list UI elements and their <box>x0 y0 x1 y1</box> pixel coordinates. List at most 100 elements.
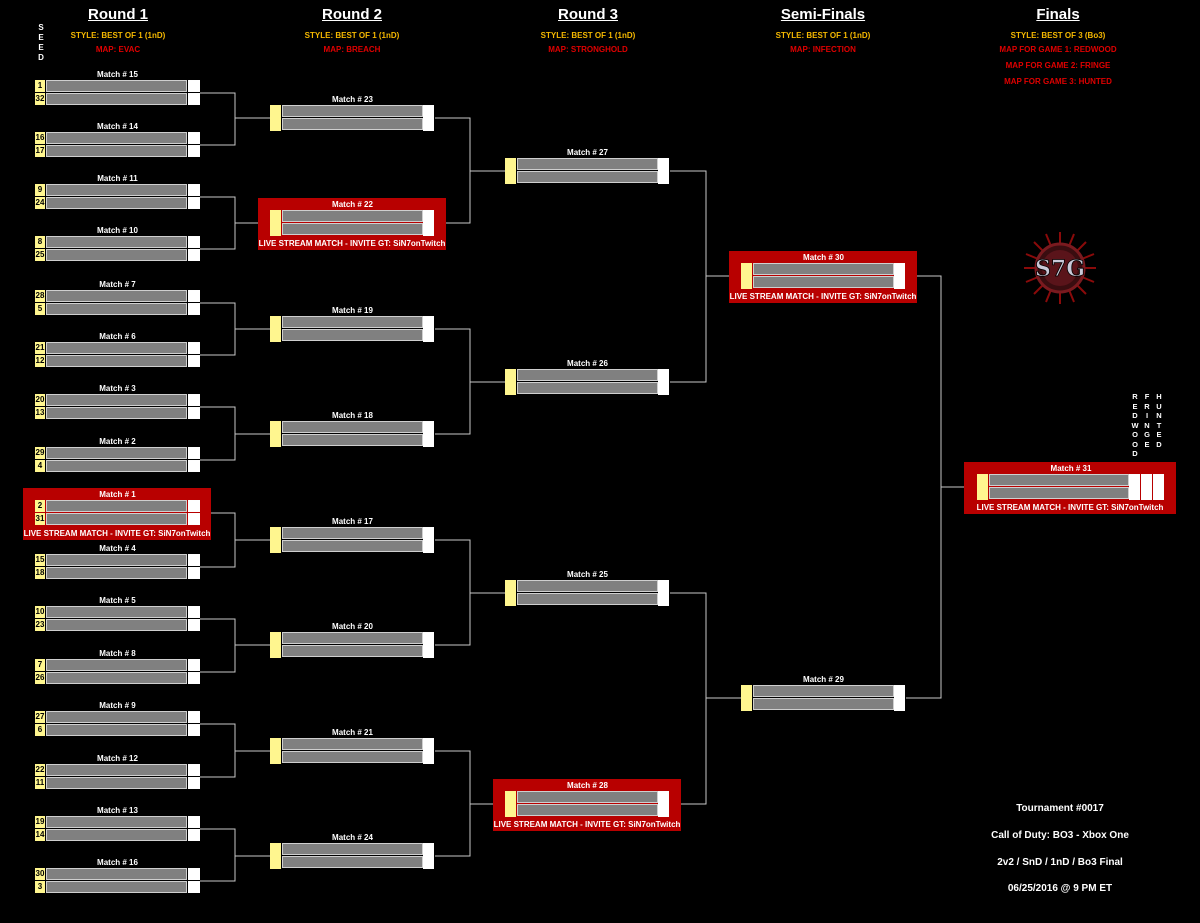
score-field[interactable] <box>188 132 200 144</box>
team-name-field[interactable] <box>989 474 1129 486</box>
score-field[interactable] <box>188 567 200 579</box>
team-name-field[interactable] <box>46 184 187 196</box>
match-box[interactable] <box>270 421 435 447</box>
team-name-field[interactable] <box>282 210 423 222</box>
score-field[interactable] <box>423 843 434 869</box>
team-name-field[interactable] <box>989 487 1129 499</box>
team-name-field[interactable] <box>46 197 187 209</box>
score-field[interactable] <box>188 460 200 472</box>
score-field[interactable] <box>188 606 200 618</box>
team-name-field[interactable] <box>46 567 187 579</box>
match-box[interactable] <box>505 580 670 606</box>
score-field[interactable] <box>1153 474 1164 500</box>
match-box[interactable] <box>270 316 435 342</box>
team-slot[interactable]: 11 <box>35 777 200 789</box>
team-name-field[interactable] <box>753 698 894 710</box>
score-field[interactable] <box>188 881 200 893</box>
team-slot[interactable]: 19 <box>35 816 200 828</box>
team-slot[interactable]: 27 <box>35 711 200 723</box>
team-name-field[interactable] <box>46 93 187 105</box>
score-field[interactable] <box>188 236 200 248</box>
team-name-field[interactable] <box>753 685 894 697</box>
score-field[interactable] <box>188 513 200 525</box>
team-name-field[interactable] <box>46 132 187 144</box>
score-field[interactable] <box>188 80 200 92</box>
team-name-field[interactable] <box>282 645 423 657</box>
match-box[interactable] <box>270 527 435 553</box>
team-name-field[interactable] <box>46 447 187 459</box>
team-name-field[interactable] <box>46 394 187 406</box>
team-name-field[interactable] <box>282 738 423 750</box>
score-field[interactable] <box>423 738 434 764</box>
team-name-field[interactable] <box>282 105 423 117</box>
team-slot[interactable]: 29 <box>35 447 200 459</box>
match-box[interactable] <box>977 474 1165 500</box>
team-slot[interactable]: 13 <box>35 407 200 419</box>
team-name-field[interactable] <box>517 171 658 183</box>
team-slot[interactable]: 25 <box>35 249 200 261</box>
score-field[interactable] <box>658 580 669 606</box>
team-name-field[interactable] <box>46 619 187 631</box>
team-slot[interactable]: 7 <box>35 659 200 671</box>
team-slot[interactable]: 9 <box>35 184 200 196</box>
score-field[interactable] <box>894 685 905 711</box>
score-field[interactable] <box>423 316 434 342</box>
score-field[interactable] <box>423 210 434 236</box>
team-name-field[interactable] <box>46 249 187 261</box>
team-name-field[interactable] <box>46 513 187 525</box>
score-field[interactable] <box>188 355 200 367</box>
score-field[interactable] <box>188 764 200 776</box>
team-name-field[interactable] <box>282 223 423 235</box>
team-name-field[interactable] <box>46 777 187 789</box>
team-name-field[interactable] <box>46 554 187 566</box>
team-name-field[interactable] <box>517 382 658 394</box>
score-field[interactable] <box>423 527 434 553</box>
score-field[interactable] <box>188 197 200 209</box>
team-name-field[interactable] <box>753 263 894 275</box>
score-field[interactable] <box>188 659 200 671</box>
team-name-field[interactable] <box>282 856 423 868</box>
team-name-field[interactable] <box>517 791 658 803</box>
team-name-field[interactable] <box>282 421 423 433</box>
score-field[interactable] <box>188 554 200 566</box>
team-name-field[interactable] <box>46 342 187 354</box>
score-field[interactable] <box>1141 474 1152 500</box>
team-name-field[interactable] <box>282 632 423 644</box>
team-slot[interactable]: 24 <box>35 197 200 209</box>
team-slot[interactable]: 10 <box>35 606 200 618</box>
match-box[interactable] <box>270 105 435 131</box>
score-field[interactable] <box>188 619 200 631</box>
match-box[interactable] <box>505 369 670 395</box>
score-field[interactable] <box>188 407 200 419</box>
team-name-field[interactable] <box>282 316 423 328</box>
team-name-field[interactable] <box>282 843 423 855</box>
match-box[interactable] <box>505 158 670 184</box>
team-slot[interactable]: 28 <box>35 290 200 302</box>
score-field[interactable] <box>423 105 434 131</box>
team-name-field[interactable] <box>282 540 423 552</box>
team-name-field[interactable] <box>46 290 187 302</box>
team-slot[interactable]: 14 <box>35 829 200 841</box>
team-slot[interactable]: 2 <box>35 500 200 512</box>
team-slot[interactable]: 32 <box>35 93 200 105</box>
team-name-field[interactable] <box>282 527 423 539</box>
team-name-field[interactable] <box>46 236 187 248</box>
score-field[interactable] <box>894 263 905 289</box>
team-slot[interactable]: 23 <box>35 619 200 631</box>
match-box[interactable] <box>741 685 906 711</box>
score-field[interactable] <box>188 249 200 261</box>
match-box[interactable] <box>505 791 670 817</box>
score-field[interactable] <box>658 791 669 817</box>
score-field[interactable] <box>188 724 200 736</box>
team-name-field[interactable] <box>46 816 187 828</box>
